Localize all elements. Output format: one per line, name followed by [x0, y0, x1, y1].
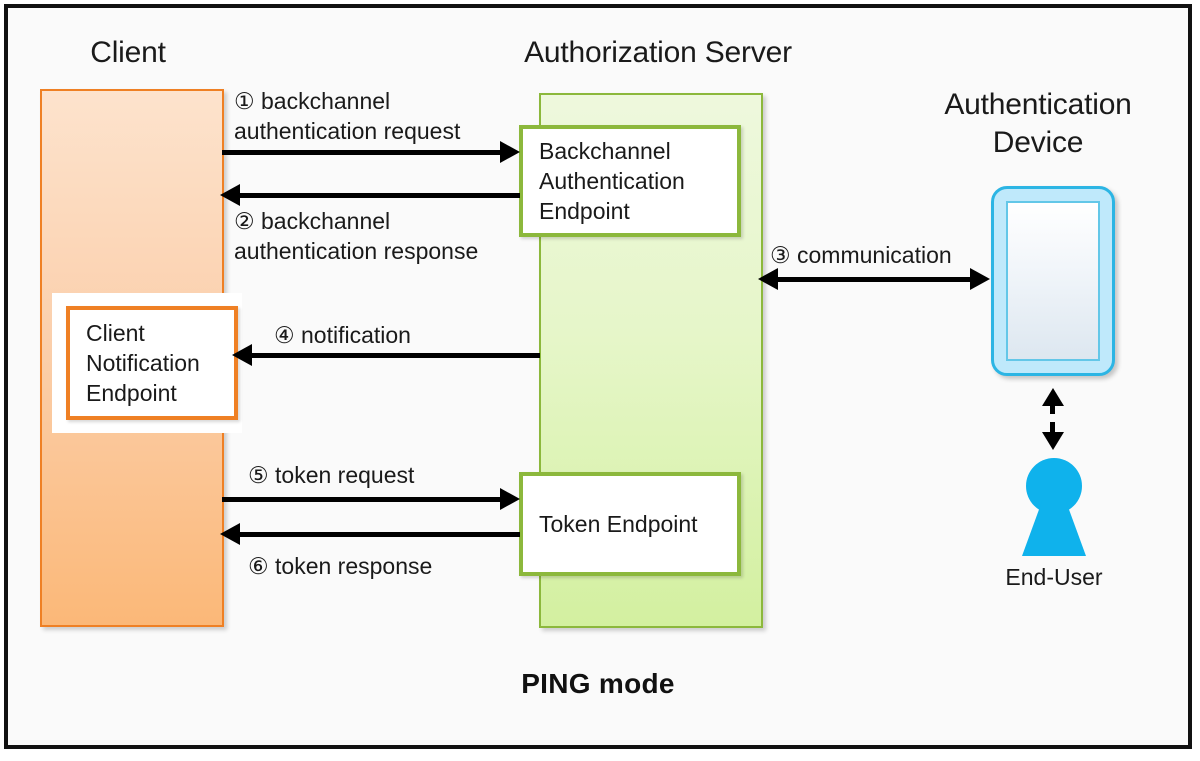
flow-1-caption: ① backchannel authentication request: [234, 88, 461, 144]
flow-3-caption: ③ communication: [770, 242, 952, 268]
flow-3-arrow-line: [776, 277, 972, 282]
flow-3-arrowhead-left: [758, 268, 778, 290]
device-user-arrowhead-down: [1042, 432, 1064, 450]
flow-2-arrow-line: [236, 193, 520, 198]
backchannel-authentication-endpoint-label: Backchannel Authentication Endpoint: [539, 138, 685, 224]
flow-6-caption: ⑥ token response: [248, 553, 433, 579]
device-user-arrowhead-up: [1042, 388, 1064, 406]
flow-5-arrow-line: [222, 497, 502, 502]
authentication-device[interactable]: [991, 186, 1115, 376]
token-endpoint-label: Token Endpoint: [539, 511, 698, 537]
flow-2-caption: ② backchannel authentication response: [234, 208, 479, 264]
flow-1-arrowhead: [500, 141, 520, 163]
end-user-body: [1022, 500, 1086, 556]
diagram-frame: Client Authorization Server Authenticati…: [4, 4, 1192, 749]
end-user-label: End-User: [1005, 564, 1103, 590]
flow-6-arrowhead: [220, 523, 240, 545]
flow-6-arrow-line: [236, 532, 520, 537]
heading-client: Client: [90, 36, 166, 69]
flow-1-arrow-line: [222, 150, 502, 155]
device-user-dashed-line: [1050, 404, 1055, 432]
mode-title: PING mode: [521, 668, 675, 699]
end-user-icon: [1008, 458, 1100, 558]
authentication-device-screen: [1006, 201, 1100, 361]
backchannel-authentication-endpoint[interactable]: Backchannel Authentication Endpoint: [519, 125, 741, 237]
flow-5-arrowhead: [500, 488, 520, 510]
flow-2-arrowhead: [220, 184, 240, 206]
flow-4-arrow-line: [248, 353, 540, 358]
heading-authentication-device: Authentication Device: [944, 88, 1132, 159]
heading-authorization-server: Authorization Server: [524, 36, 792, 69]
flow-4-caption: ④ notification: [274, 322, 411, 348]
client-notification-endpoint[interactable]: Client Notification Endpoint: [66, 306, 238, 420]
client-notification-endpoint-label: Client Notification Endpoint: [86, 320, 200, 406]
flow-5-caption: ⑤ token request: [248, 462, 415, 488]
token-endpoint[interactable]: Token Endpoint: [519, 472, 741, 576]
flow-4-arrowhead: [232, 344, 252, 366]
flow-3-arrowhead-right: [970, 268, 990, 290]
diagram-canvas: Client Authorization Server Authenticati…: [8, 8, 1188, 745]
